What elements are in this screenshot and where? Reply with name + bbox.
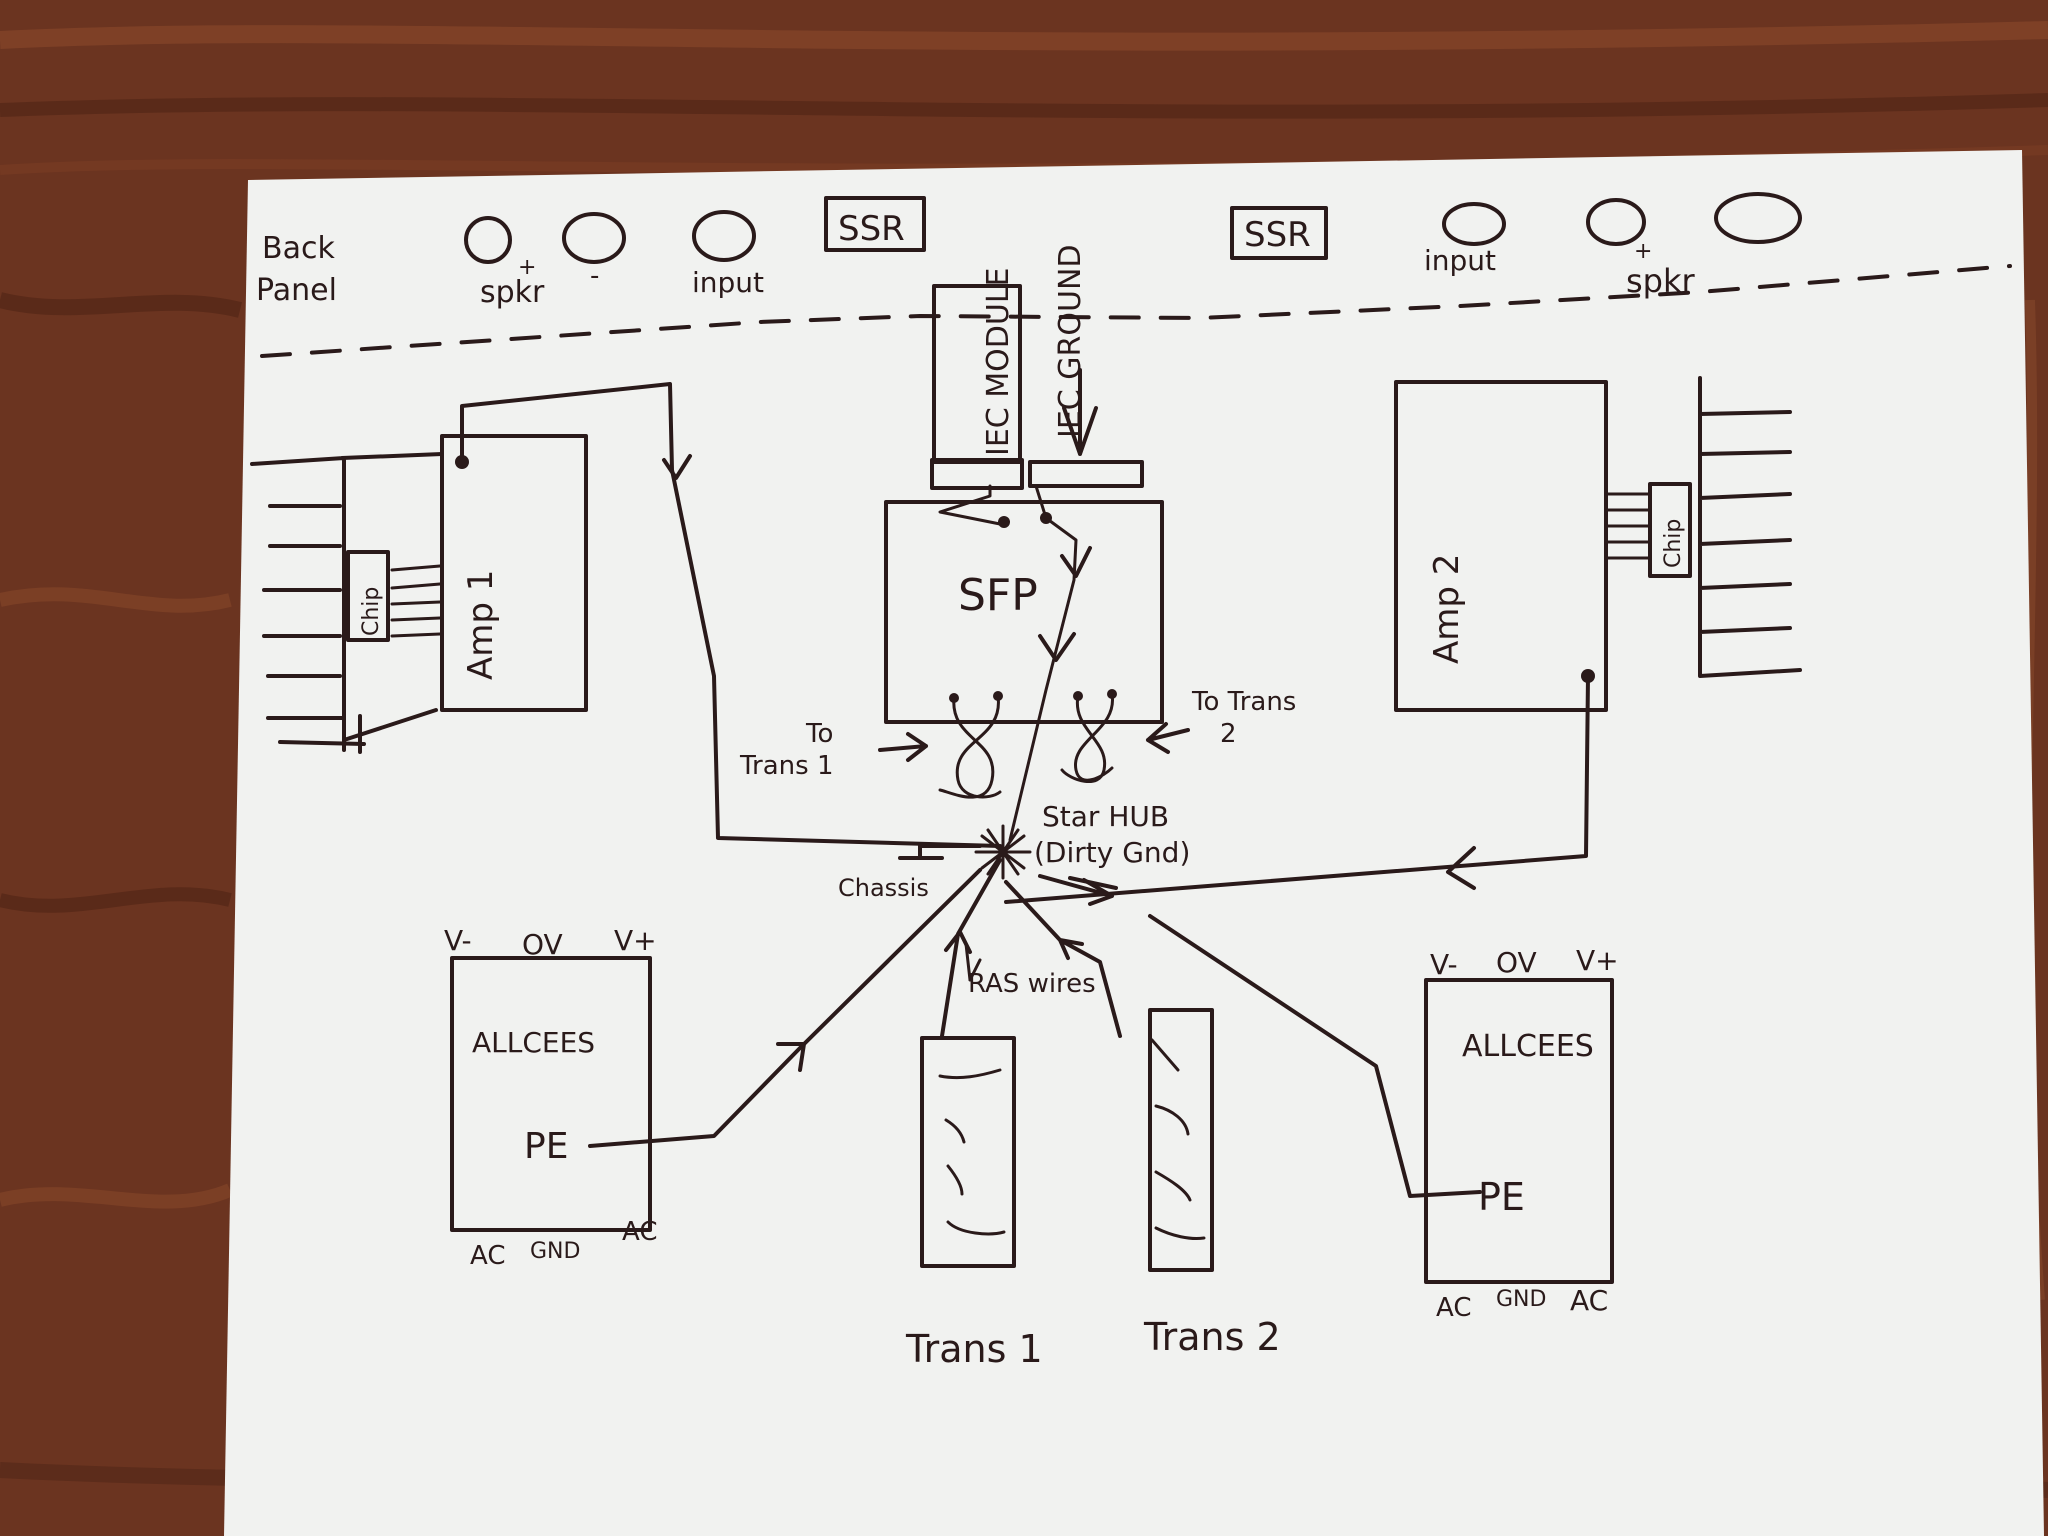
amp1-label: Amp 1 bbox=[461, 570, 501, 680]
allcees-right-v-plus: V+ bbox=[1576, 944, 1619, 977]
allcees-right-ac1: AC bbox=[1436, 1293, 1471, 1323]
back-panel-label-line1: Back bbox=[262, 231, 335, 266]
ras-wires-label: RAS wires bbox=[968, 969, 1096, 999]
iec-ground-arrow bbox=[1062, 368, 1098, 456]
allcees-right-ac2: AC bbox=[1570, 1284, 1608, 1317]
allcees-left-ac1: AC bbox=[470, 1241, 505, 1271]
iec-to-sfp-wire bbox=[938, 484, 1002, 526]
amp1-chip-pins bbox=[390, 564, 442, 638]
allcees-left-pe: PE bbox=[524, 1126, 568, 1167]
left-speaker-label: spkr bbox=[480, 275, 545, 310]
star-hub-label-line2: (Dirty Gnd) bbox=[1034, 836, 1190, 869]
left-input-label: input bbox=[692, 266, 764, 299]
chassis-ground-symbol bbox=[898, 844, 982, 860]
amp2-label: Amp 2 bbox=[1427, 554, 1467, 664]
trans1-box bbox=[920, 1036, 1016, 1268]
to-trans2-label-line1: To Trans bbox=[1191, 687, 1296, 717]
amp1-heatsink bbox=[250, 452, 444, 754]
trans2-twisted-wires bbox=[1060, 692, 1114, 784]
amp1-wire-arrow bbox=[662, 454, 692, 480]
amp2-wire-arrow bbox=[1446, 846, 1476, 890]
left-speaker-plus-jack bbox=[464, 216, 512, 264]
allcees-right-v-minus: V- bbox=[1430, 948, 1458, 981]
star-hub-node bbox=[974, 824, 1032, 880]
right-input-jack bbox=[1442, 202, 1506, 246]
iec-ground-wire bbox=[1008, 484, 1078, 842]
left-speaker-minus-jack bbox=[562, 212, 626, 264]
to-trans1-arrow bbox=[878, 732, 928, 762]
amp2-box bbox=[1394, 380, 1608, 712]
allcees-left-title: ALLCEES bbox=[472, 1026, 595, 1059]
trans1-twisted-wires bbox=[938, 694, 1002, 799]
allcees-left-pe-wire bbox=[588, 868, 982, 1148]
allcees-left-box bbox=[450, 956, 652, 1232]
trans2-box bbox=[1148, 1008, 1214, 1272]
ssr-right-box bbox=[1230, 206, 1328, 260]
iec-ground-terminal-block bbox=[1028, 460, 1144, 488]
trans2-ground-wire bbox=[1004, 880, 1122, 1038]
right-input-label: input bbox=[1424, 244, 1496, 277]
amp2-chip-pins bbox=[1606, 492, 1652, 560]
star-hub-arrow-2 bbox=[1068, 876, 1118, 890]
trans1-windings bbox=[938, 1068, 1006, 1236]
allcees-left-ac2: AC bbox=[622, 1217, 657, 1247]
trans1-ground-wire bbox=[940, 858, 1002, 1038]
allcees-right-title: ALLCEES bbox=[1462, 1029, 1594, 1064]
amp1-chip-box bbox=[346, 550, 390, 642]
star-hub-label-line1: Star HUB bbox=[1042, 800, 1169, 833]
allcees-right-pe: PE bbox=[1478, 1175, 1525, 1219]
allcees-left-v-minus: V- bbox=[444, 924, 472, 957]
right-speaker-label: spkr bbox=[1626, 262, 1696, 300]
left-speaker-plus-sign: + bbox=[518, 255, 536, 280]
left-speaker-minus-sign: - bbox=[590, 261, 599, 291]
chassis-label: Chassis bbox=[838, 874, 929, 902]
allcees-left-wire-arrow bbox=[776, 1042, 806, 1072]
left-input-jack bbox=[692, 210, 756, 262]
to-trans1-label-line1: To bbox=[805, 719, 833, 749]
right-speaker-minus-jack bbox=[1714, 192, 1802, 244]
amp2-chip-box bbox=[1648, 482, 1692, 578]
trans2-windings bbox=[1150, 1038, 1206, 1240]
allcees-left-ov: OV bbox=[522, 928, 563, 961]
iec-ground-label: IEC GROUND bbox=[1053, 245, 1088, 439]
ground-wire-arrow-2 bbox=[1038, 632, 1076, 662]
ssr-left-box bbox=[824, 196, 926, 252]
allcees-right-ov: OV bbox=[1496, 946, 1537, 979]
right-speaker-plus-sign: + bbox=[1634, 239, 1652, 264]
ssr-left-label: SSR bbox=[838, 209, 905, 249]
back-panel-dashed-line bbox=[260, 264, 2012, 358]
allcees-right-box bbox=[1424, 978, 1614, 1284]
amp2-chip-label: Chip bbox=[1661, 519, 1686, 568]
allcees-right-pe-wire bbox=[1148, 914, 1482, 1198]
iec-module-base bbox=[930, 458, 1024, 490]
star-hub-arrow-1 bbox=[1038, 874, 1114, 906]
amp2-ground-wire bbox=[1004, 674, 1590, 904]
amp1-chip-label: Chip bbox=[359, 587, 384, 636]
to-trans1-label-line2: Trans 1 bbox=[739, 751, 834, 781]
allcees-left-v-plus: V+ bbox=[614, 924, 657, 957]
ssr-right-label: SSR bbox=[1244, 215, 1311, 255]
to-trans2-label-line2: 2 bbox=[1220, 719, 1237, 749]
ground-wire-arrow-1 bbox=[1060, 546, 1092, 578]
sfp-box bbox=[884, 500, 1164, 724]
iec-module-label: IEC MODULE bbox=[981, 267, 1016, 456]
sfp-iec-terminal bbox=[998, 516, 1010, 528]
amp1-box bbox=[440, 434, 588, 712]
allcees-right-gnd: GND bbox=[1496, 1287, 1546, 1312]
trans1-label: Trans 1 bbox=[905, 1327, 1043, 1371]
allcees-left-gnd: GND bbox=[530, 1239, 580, 1264]
sfp-label: SFP bbox=[958, 570, 1038, 621]
back-panel-label-line2: Panel bbox=[256, 273, 337, 308]
trans2-label: Trans 2 bbox=[1143, 1315, 1281, 1359]
ras-wires-arrow bbox=[964, 942, 982, 982]
right-speaker-plus-jack bbox=[1586, 198, 1646, 246]
to-trans2-arrow bbox=[1146, 722, 1190, 754]
amp2-heatsink bbox=[1698, 376, 1802, 678]
